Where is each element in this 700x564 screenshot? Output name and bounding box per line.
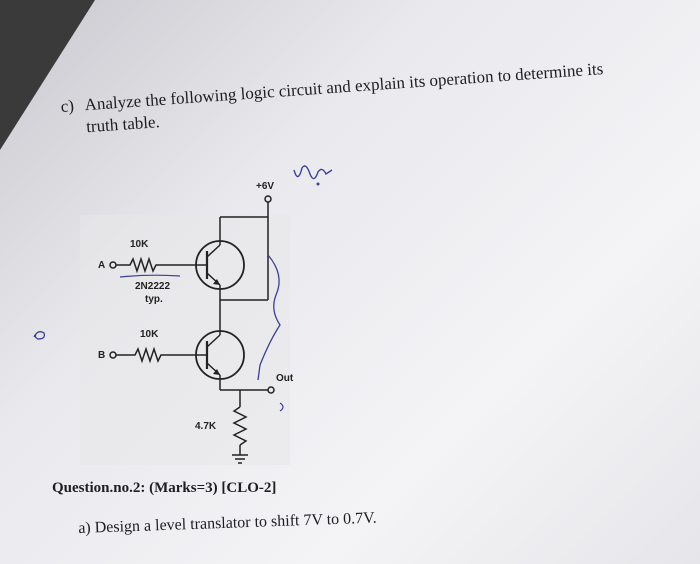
transistor-note-label: typ. [145, 294, 163, 305]
transistor-part-label: 2N2222 [135, 281, 170, 292]
input-b-label: B [98, 350, 105, 361]
resistor-a-label: 10K [130, 239, 149, 250]
resistor-load [232, 406, 248, 446]
q2-emitter-arrow [213, 369, 220, 375]
question-2-heading: Question.no.2: (Marks=3) [CLO-2] [52, 480, 277, 496]
resistor-b [116, 346, 195, 364]
logic-circuit-diagram: +6V A 10K 2N2222 typ. B 10K Out 4.7K [80, 181, 294, 465]
resistor-load-label: 4.7K [195, 421, 217, 432]
resistor-b-label: 10K [140, 329, 159, 340]
margin-scribble [33, 331, 46, 340]
handwritten-current-path [257, 254, 281, 381]
supply-label: +6V [256, 181, 274, 192]
q1-collector [206, 244, 221, 258]
handwritten-underline [119, 274, 181, 278]
handwritten-note [293, 165, 333, 186]
printed-diagram-background [80, 215, 290, 465]
input-a-label: A [98, 260, 105, 271]
resistor-a [116, 256, 195, 274]
output-label: Out [276, 373, 294, 384]
output-terminal [267, 386, 275, 394]
q2-collector [206, 334, 221, 348]
supply-terminal [264, 195, 272, 203]
handwritten-mark [279, 402, 284, 412]
q1-emitter-arrow [213, 279, 220, 285]
question-c-marker: c) [60, 96, 75, 116]
